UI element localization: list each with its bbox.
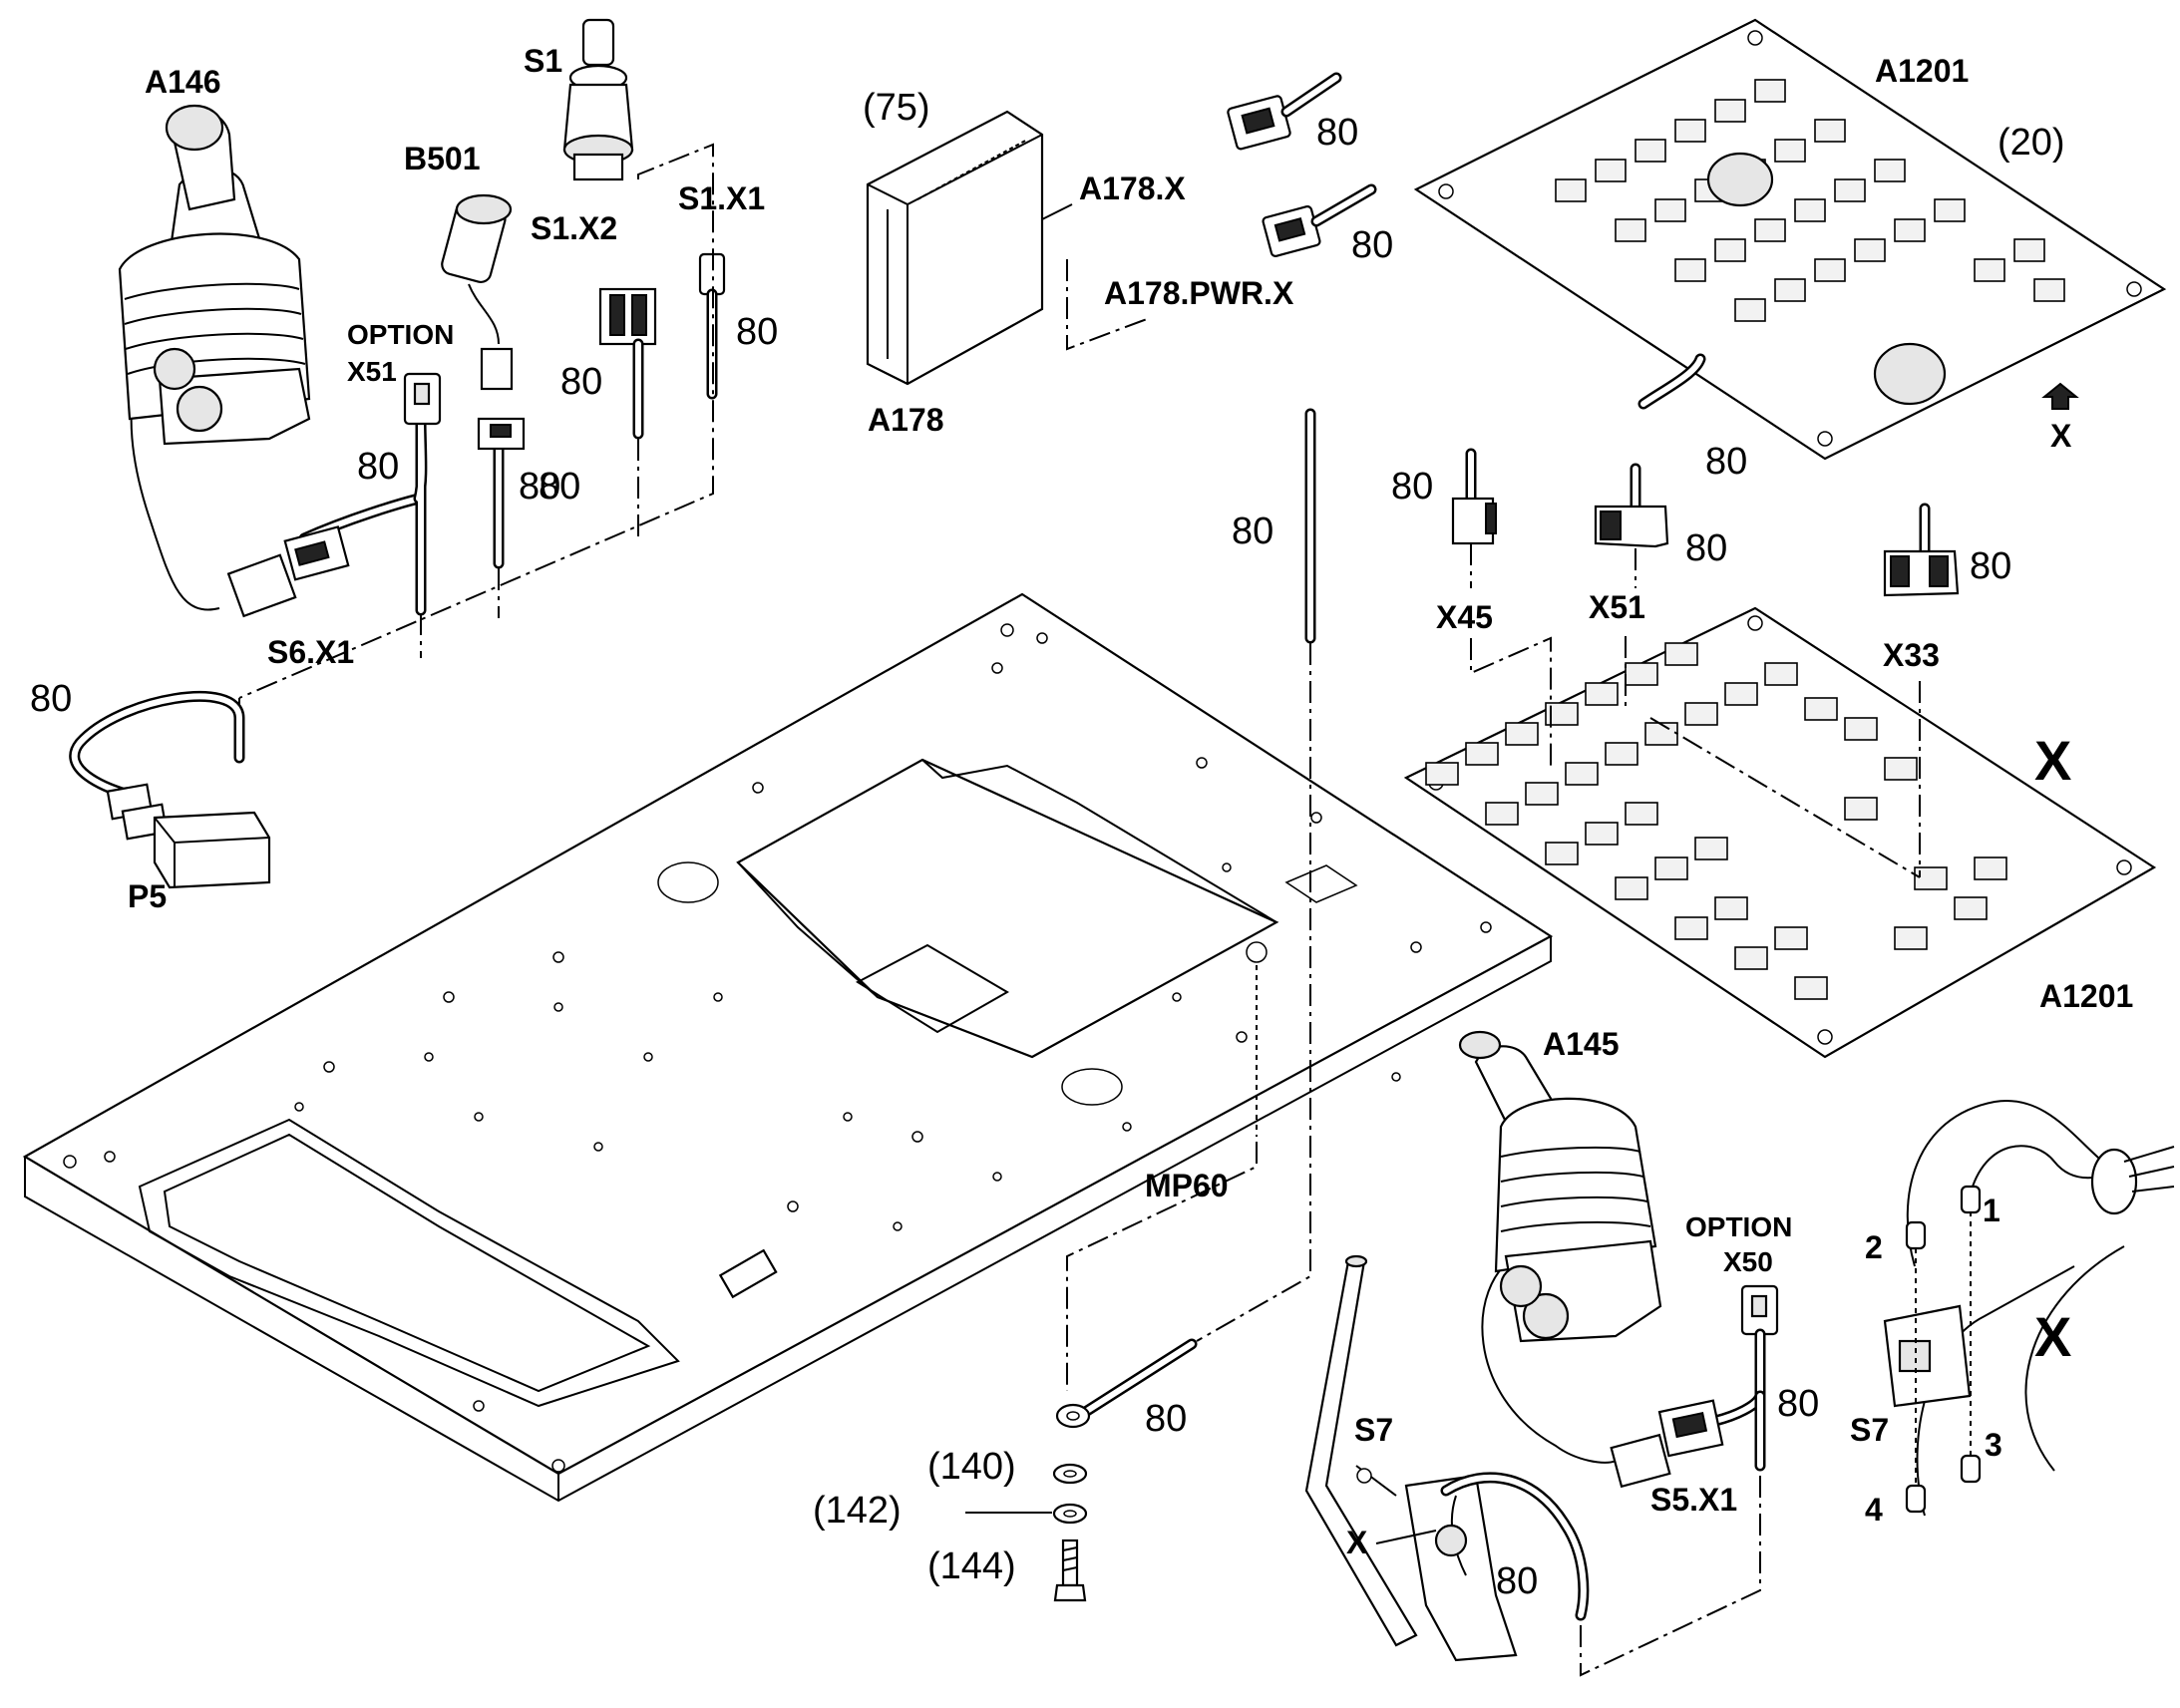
floor-plate bbox=[22, 592, 1554, 1503]
bolt-144 bbox=[1053, 1538, 1087, 1602]
s6x1-label: S6.X1 bbox=[267, 634, 354, 670]
lever-s7 bbox=[1304, 1254, 1590, 1662]
x51-option-connector bbox=[403, 372, 442, 426]
s6x1-harness bbox=[283, 418, 428, 616]
connector-a178x bbox=[1227, 72, 1342, 151]
option-bottom-label: OPTION bbox=[1685, 1211, 1792, 1242]
s7-left-label: S7 bbox=[1354, 1412, 1393, 1448]
washer-142 bbox=[1052, 1503, 1088, 1525]
a178x-label: A178.X bbox=[1079, 171, 1186, 206]
wire-ref-x45: 80 bbox=[1391, 466, 1433, 508]
b501-label: B501 bbox=[404, 141, 481, 176]
connector-s1x2 bbox=[598, 287, 657, 440]
connector-x33 bbox=[1883, 503, 1960, 597]
pin-2-label: 2 bbox=[1865, 1229, 1883, 1265]
p5-label: P5 bbox=[128, 878, 167, 914]
wire-ref-s1x2: 80 bbox=[560, 361, 602, 403]
s7-detail bbox=[1883, 1099, 2175, 1517]
controller-a178 bbox=[866, 110, 1044, 386]
board-a1201-bottom bbox=[1403, 606, 2157, 1059]
a178-label: A178 bbox=[868, 402, 944, 438]
a146-label: A146 bbox=[145, 64, 221, 100]
s1x2-label: S1.X2 bbox=[531, 210, 617, 246]
ref-142-label: (142) bbox=[813, 1490, 902, 1532]
ref-140-label: (140) bbox=[927, 1446, 1016, 1488]
x-s7-label: X bbox=[1346, 1525, 1368, 1560]
wire-ref-x50: 80 bbox=[1777, 1383, 1819, 1425]
wire-ref-x33: 80 bbox=[1970, 545, 2011, 587]
x-board-label: X bbox=[2034, 729, 2071, 792]
washer-140 bbox=[1052, 1463, 1088, 1485]
sensor-b501 bbox=[441, 193, 526, 569]
meter-p5 bbox=[69, 691, 271, 889]
wire-ref-rod: 80 bbox=[1232, 511, 1273, 552]
wire-ref-a1201: 80 bbox=[1705, 441, 1747, 483]
x50-label: X50 bbox=[1723, 1246, 1773, 1277]
x50-option-connector bbox=[1657, 1284, 1779, 1472]
joystick-a145 bbox=[1458, 1030, 1671, 1489]
mp60-label: MP60 bbox=[1145, 1168, 1229, 1203]
connector-a178pwrx bbox=[1262, 183, 1377, 257]
a178pwrx-label: A178.PWR.X bbox=[1104, 275, 1294, 311]
wire-ref-a146: 80 bbox=[357, 446, 399, 488]
ground-strap bbox=[1055, 1338, 1198, 1429]
pin-1-label: 1 bbox=[1983, 1193, 2000, 1228]
s1x1-label: S1.X1 bbox=[678, 180, 765, 216]
wire-ref-p5: 80 bbox=[30, 678, 72, 720]
s1-label: S1 bbox=[524, 43, 562, 79]
x51-label: X51 bbox=[1589, 589, 1645, 625]
pin-4-label: 4 bbox=[1865, 1492, 1883, 1528]
connector-x51 bbox=[1594, 463, 1669, 548]
a1201-top-label: A1201 bbox=[1875, 53, 1969, 89]
wire-ref-ground: 80 bbox=[1145, 1398, 1187, 1440]
x51-top-label: X51 bbox=[347, 356, 397, 387]
board-a1201-top bbox=[1413, 18, 2167, 461]
ref-144-label: (144) bbox=[927, 1545, 1016, 1587]
wire-ref-a178x: 80 bbox=[1316, 112, 1358, 154]
x-right-label: X bbox=[2034, 1305, 2071, 1368]
s5x1-label: S5.X1 bbox=[1650, 1482, 1737, 1518]
a1201-bottom-label: A1201 bbox=[2039, 978, 2133, 1014]
wire-ref-s1x1: 80 bbox=[736, 311, 778, 353]
connector-x45 bbox=[1451, 448, 1497, 545]
arrow-up-icon bbox=[2041, 382, 2079, 410]
wire-ref-x51b: 80 bbox=[1685, 527, 1727, 569]
ref-75-label: (75) bbox=[863, 87, 930, 129]
x-arrow-label: X bbox=[2050, 418, 2072, 454]
a145-label: A145 bbox=[1543, 1026, 1620, 1062]
wire-ref-x51: 80 bbox=[519, 466, 560, 508]
joystick-a146 bbox=[118, 104, 311, 618]
wire-ref-a178pwr: 80 bbox=[1351, 224, 1393, 266]
pin-3-label: 3 bbox=[1985, 1427, 2002, 1463]
option-top-label: OPTION bbox=[347, 319, 454, 350]
switch-s1 bbox=[562, 18, 634, 181]
wire-ref-s7: 80 bbox=[1496, 1560, 1538, 1602]
wire-ref-b501: 80 bbox=[539, 466, 580, 508]
s7-right-label: S7 bbox=[1850, 1412, 1889, 1448]
x45-label: X45 bbox=[1436, 599, 1493, 635]
ref-20-label: (20) bbox=[1998, 122, 2065, 164]
x33-label: X33 bbox=[1883, 637, 1940, 673]
